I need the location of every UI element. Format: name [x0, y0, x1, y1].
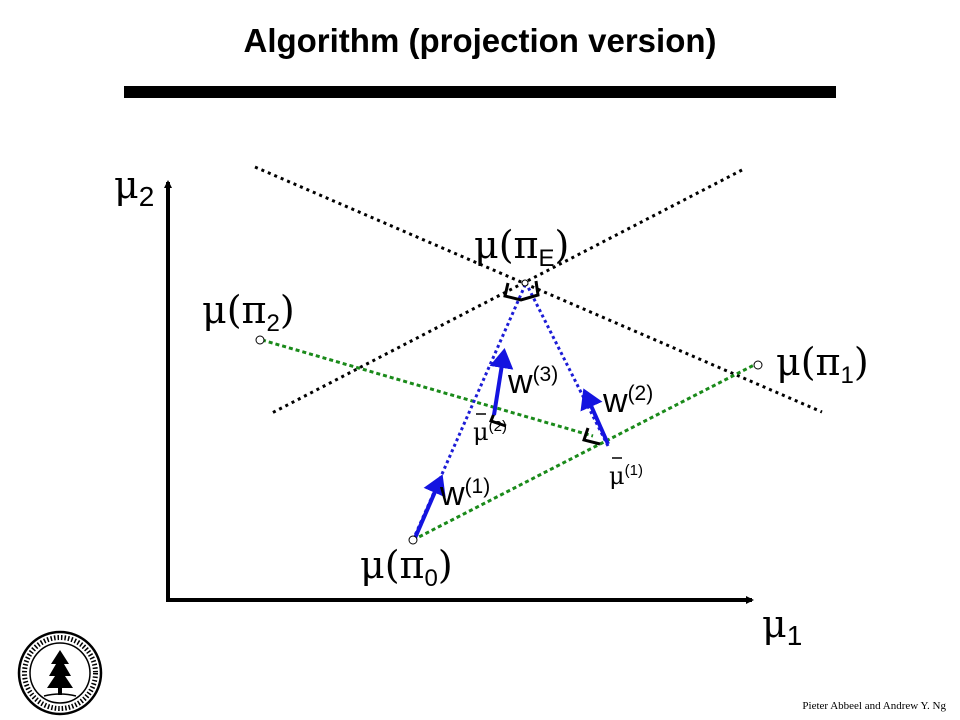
w3-arrow: [489, 348, 514, 416]
green-line-pi2: [261, 338, 594, 438]
dotted-line-upper-right: [269, 168, 743, 416]
green-line-pi0-pi1: [412, 362, 757, 542]
label-w3: w(3): [507, 363, 558, 401]
slide-title: Algorithm (projection version): [243, 22, 717, 59]
title-underline: [124, 86, 836, 98]
blue-line-mubar1-pie: [524, 282, 610, 447]
label-mubar-1: μ(1): [609, 462, 643, 490]
point-pi2: [255, 335, 265, 345]
label-w2: w(2): [602, 382, 653, 420]
x-axis-label: μ1: [762, 602, 802, 651]
blue-line-pi0-pie: [411, 282, 528, 541]
point-pie: [521, 279, 529, 287]
y-axis-label: μ2: [114, 163, 154, 212]
right-angle-mark-mubar1: [582, 427, 601, 446]
university-seal-icon: [17, 630, 103, 716]
w1-arrow: [413, 474, 446, 539]
label-pi-e: μ(πE): [474, 223, 569, 272]
right-angle-mark-pie: [503, 280, 540, 302]
label-pi-0: μ(π0): [360, 543, 453, 592]
point-pi1: [753, 360, 763, 370]
label-pi-1: μ(π1): [776, 340, 869, 389]
label-mubar-2: μ(2): [473, 418, 507, 446]
point-pi0: [408, 535, 418, 545]
label-w1: w(1): [439, 475, 490, 513]
label-pi-2: μ(π2): [202, 288, 295, 337]
w2-arrow: [580, 388, 610, 445]
author-credit: Pieter Abbeel and Andrew Y. Ng: [802, 700, 946, 712]
